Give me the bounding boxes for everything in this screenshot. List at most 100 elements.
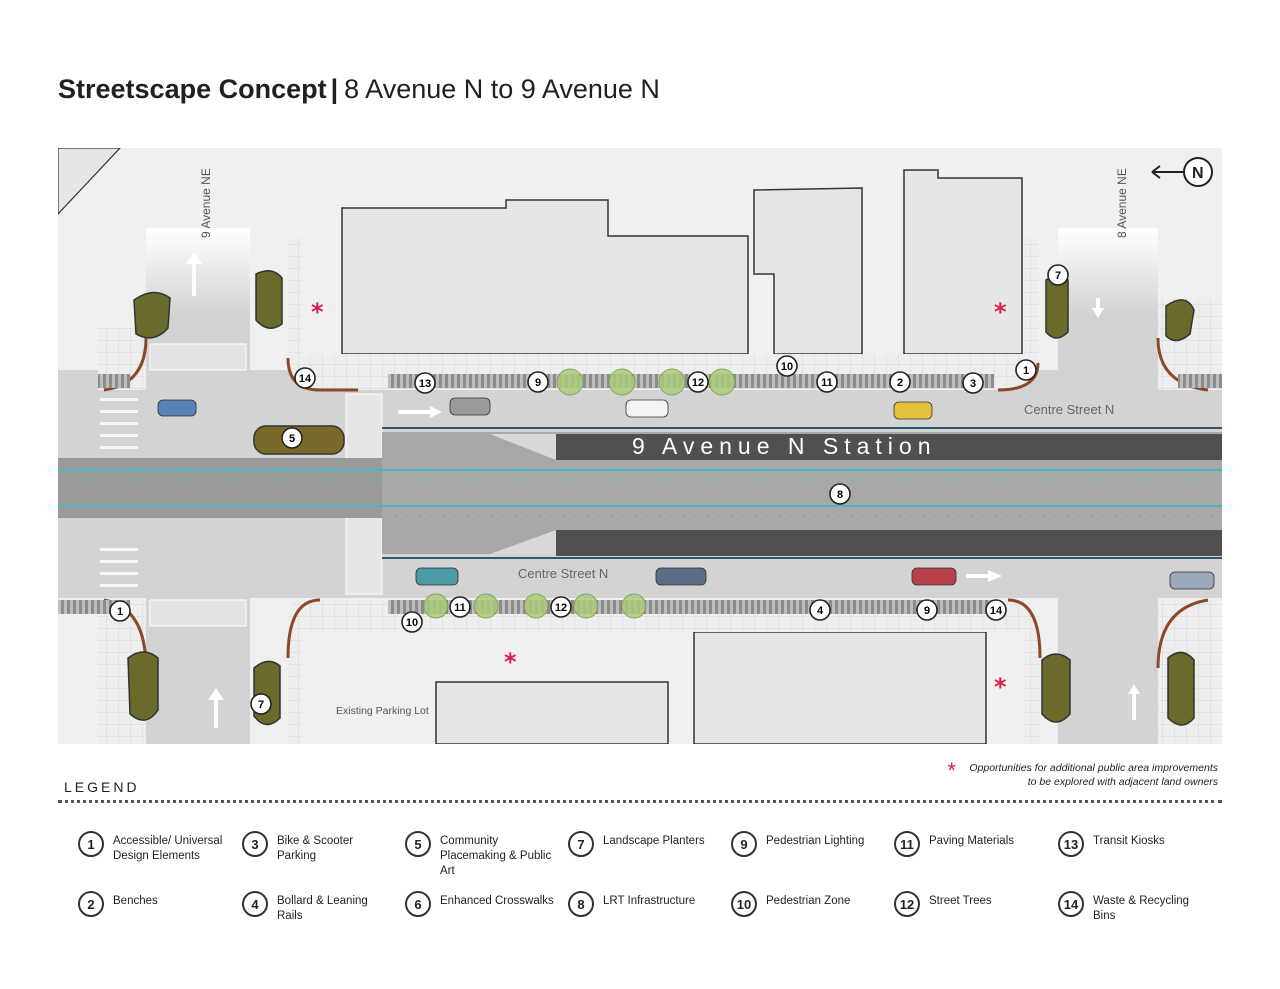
planter-far-se xyxy=(1167,651,1195,726)
legend-item-6: 6 Enhanced Crosswalks xyxy=(405,891,556,917)
marker-4: 4 xyxy=(809,599,831,621)
cars xyxy=(157,397,1215,590)
marker-9-a: 9 xyxy=(527,371,549,393)
legend-item-7: 7 Landscape Planters xyxy=(568,831,719,857)
legend-label: Community Placemaking & Public Art xyxy=(440,835,552,877)
legend-number: 8 xyxy=(568,891,594,917)
svg-text:14: 14 xyxy=(990,605,1003,617)
station-platform-north xyxy=(556,434,1222,460)
legend-label: Paving Materials xyxy=(929,835,1015,847)
legend-number: 5 xyxy=(405,831,431,857)
legend-label: Street Trees xyxy=(929,895,992,907)
legend-number: 10 xyxy=(731,891,757,917)
svg-text:7: 7 xyxy=(258,699,264,711)
svg-text:11: 11 xyxy=(454,602,466,614)
marker-5: 5 xyxy=(281,427,303,449)
legend-label: Pedestrian Zone xyxy=(766,895,851,907)
street-label-8-avenue: 8 Avenue NE xyxy=(1115,168,1129,238)
legend-item-12: 12 Street Trees xyxy=(894,891,1045,917)
svg-text:5: 5 xyxy=(289,433,295,445)
legend-number: 3 xyxy=(242,831,268,857)
legend-label: Bollard & Leaning Rails xyxy=(277,895,368,922)
svg-text:13: 13 xyxy=(419,378,431,390)
marker-11-b: 11 xyxy=(449,596,471,618)
svg-text:12: 12 xyxy=(692,377,704,389)
svg-text:4: 4 xyxy=(817,605,824,617)
planter-nw xyxy=(133,291,171,339)
svg-text:8: 8 xyxy=(837,489,843,501)
building-north-right xyxy=(903,169,1023,355)
legend-title: LEGEND xyxy=(64,779,140,795)
legend-item-10: 10 Pedestrian Zone xyxy=(731,891,882,917)
marker-2: 2 xyxy=(889,371,911,393)
legend-note: * Opportunities for additional public ar… xyxy=(947,760,1218,789)
planter-sw xyxy=(127,651,159,721)
svg-text:2: 2 xyxy=(897,377,903,389)
legend-item-3: 3 Bike & Scooter Parking xyxy=(242,831,393,864)
marker-3: 3 xyxy=(962,372,984,394)
marker-13: 13 xyxy=(414,372,436,394)
street-trees xyxy=(423,368,736,619)
legend-number: 12 xyxy=(894,891,920,917)
planter-se-right xyxy=(1041,653,1071,723)
streetscape-plan: **** 9 Avenue NE 8 Avenue NE 9 Avenue N … xyxy=(58,148,1222,744)
legend-label: Bike & Scooter Parking xyxy=(277,835,354,862)
legend-number: 2 xyxy=(78,891,104,917)
legend-number: 6 xyxy=(405,891,431,917)
svg-text:12: 12 xyxy=(555,602,567,614)
crosswalk-south xyxy=(149,599,247,627)
marker-9-b: 9 xyxy=(916,599,938,621)
svg-text:14: 14 xyxy=(299,373,312,385)
marker-14-b: 14 xyxy=(985,599,1007,621)
planter-far-ne xyxy=(1165,299,1195,342)
svg-text:*: * xyxy=(311,298,324,326)
centre-street-top: Centre Street N xyxy=(1024,402,1114,417)
marker-1-b: 1 xyxy=(109,600,131,622)
title-bold: Streetscape Concept xyxy=(58,74,327,104)
marker-7-b: 7 xyxy=(250,693,272,715)
svg-text:*: * xyxy=(504,648,517,676)
legend-number: 7 xyxy=(568,831,594,857)
planter-se-left xyxy=(253,660,281,726)
legend-note-line1: Opportunities for additional public area… xyxy=(969,762,1218,774)
svg-text:9: 9 xyxy=(535,377,541,389)
number-markers: 14 13 9 12 10 11 2 3 1 7 5 8 1 10 11 12 … xyxy=(109,264,1069,715)
building-south-right xyxy=(693,631,987,744)
legend-label: LRT Infrastructure xyxy=(603,895,696,907)
parking-label: Existing Parking Lot xyxy=(336,705,429,717)
legend-item-8: 8 LRT Infrastructure xyxy=(568,891,719,917)
svg-text:10: 10 xyxy=(406,617,418,629)
page-title: Streetscape Concept|8 Avenue N to 9 Aven… xyxy=(58,72,660,106)
legend-label: Enhanced Crosswalks xyxy=(440,895,554,907)
building-top-left xyxy=(58,148,121,215)
svg-text:*: * xyxy=(994,673,1007,701)
marker-7-a: 7 xyxy=(1047,264,1069,286)
sidewalk-south xyxy=(288,600,1040,744)
svg-text:1: 1 xyxy=(117,606,123,618)
legend-label: Accessible/ Universal Design Elements xyxy=(113,835,223,862)
north-arrow: N xyxy=(1151,157,1213,187)
title-subtitle: 8 Avenue N to 9 Avenue N xyxy=(344,74,660,104)
svg-text:*: * xyxy=(994,298,1007,326)
marker-12-b: 12 xyxy=(550,596,572,618)
centre-street-bottom: Centre Street N xyxy=(518,566,608,581)
legend-number: 9 xyxy=(731,831,757,857)
svg-text:3: 3 xyxy=(970,378,976,390)
legend-divider xyxy=(58,800,1222,803)
legend-label: Landscape Planters xyxy=(603,835,705,847)
marker-8: 8 xyxy=(829,483,851,505)
lane-arrows xyxy=(186,252,1140,728)
legend-number: 14 xyxy=(1058,891,1084,917)
legend-note-line2: to be explored with adjacent land owners xyxy=(1027,776,1218,788)
legend-item-5: 5 Community Placemaking & Public Art xyxy=(405,831,556,879)
svg-text:7: 7 xyxy=(1055,270,1061,282)
svg-text:10: 10 xyxy=(781,361,793,373)
street-label-9-avenue: 9 Avenue NE xyxy=(199,168,213,238)
marker-10-b: 10 xyxy=(401,611,423,633)
marker-14-a: 14 xyxy=(294,367,316,389)
svg-text:11: 11 xyxy=(821,377,833,389)
legend-label: Waste & Recycling Bins xyxy=(1093,895,1190,922)
